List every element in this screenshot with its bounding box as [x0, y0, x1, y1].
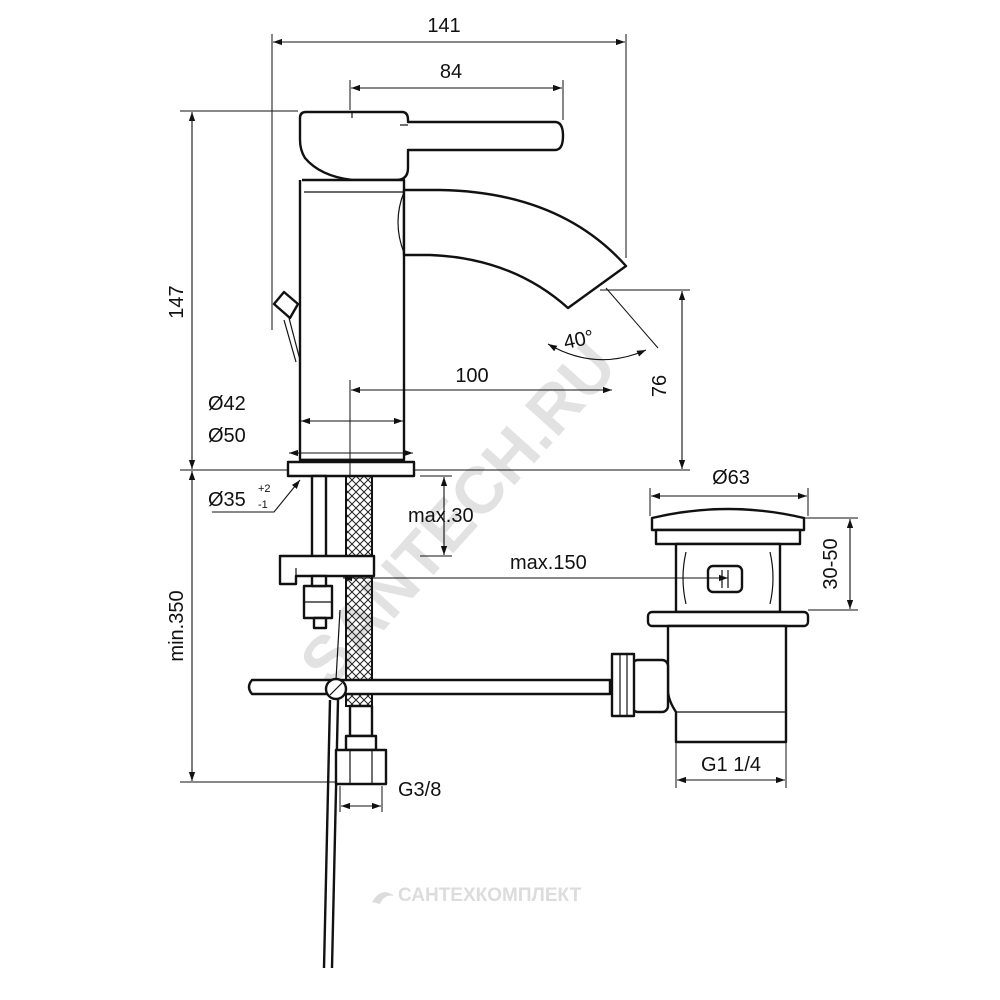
dim-leader-hole [212, 479, 301, 513]
faucet-body [298, 178, 406, 462]
dim-spout-projection: 100 [455, 365, 488, 387]
dim-rod-reach: max.150 [510, 552, 587, 574]
dim-hole-tolerance-lower: -1 [258, 499, 268, 511]
flexible-hose [345, 475, 373, 707]
dim-arc-spout-angle [547, 343, 647, 361]
faucet-drawing [247, 110, 628, 969]
watermark-brand: САНТЕХКОМПЛЕКТ [398, 885, 582, 906]
waste-tail [666, 624, 788, 744]
waste-spigot [630, 658, 670, 714]
dim-overall-height: 147 [166, 285, 188, 318]
dim-overall-width: 141 [427, 15, 460, 37]
watermark-logo-icon [372, 892, 394, 904]
dim-body-diameter: Ø42 [208, 393, 246, 415]
dim-pipe-length: min.350 [166, 590, 188, 661]
faucet-base [286, 460, 416, 478]
dim-waste-height: 30-50 [820, 538, 842, 589]
dim-flexible-thread: G3/8 [398, 779, 441, 801]
dim-spout-clearance: 76 [649, 375, 671, 397]
dimension-labels: 141 84 147 100 76 40° Ø42 Ø50 Ø35 +2 -1 … [166, 15, 842, 801]
hose-nut [334, 748, 388, 786]
dim-deck-thickness: max.30 [408, 505, 474, 527]
waste-drawing [610, 507, 810, 744]
dim-waste-thread: G1 1/4 [701, 754, 761, 776]
mounting-stud [310, 474, 328, 570]
dimension-lines [180, 34, 858, 812]
lever-handle [298, 110, 565, 182]
dim-base-diameter: Ø50 [208, 425, 246, 447]
popup-rod-knob [272, 290, 300, 320]
faucet-spout [402, 188, 628, 310]
overflow-slot [706, 564, 744, 594]
waste-cap [650, 507, 806, 532]
popup-rod [247, 678, 612, 696]
waste-flange [646, 610, 810, 628]
dim-lever-length: 84 [440, 61, 462, 83]
dim-hole-diameter: Ø35 [208, 489, 246, 511]
hose-connector [348, 704, 374, 738]
dim-waste-cap-diameter: Ø63 [712, 467, 750, 489]
dim-hole-tolerance-upper: +2 [258, 483, 271, 495]
